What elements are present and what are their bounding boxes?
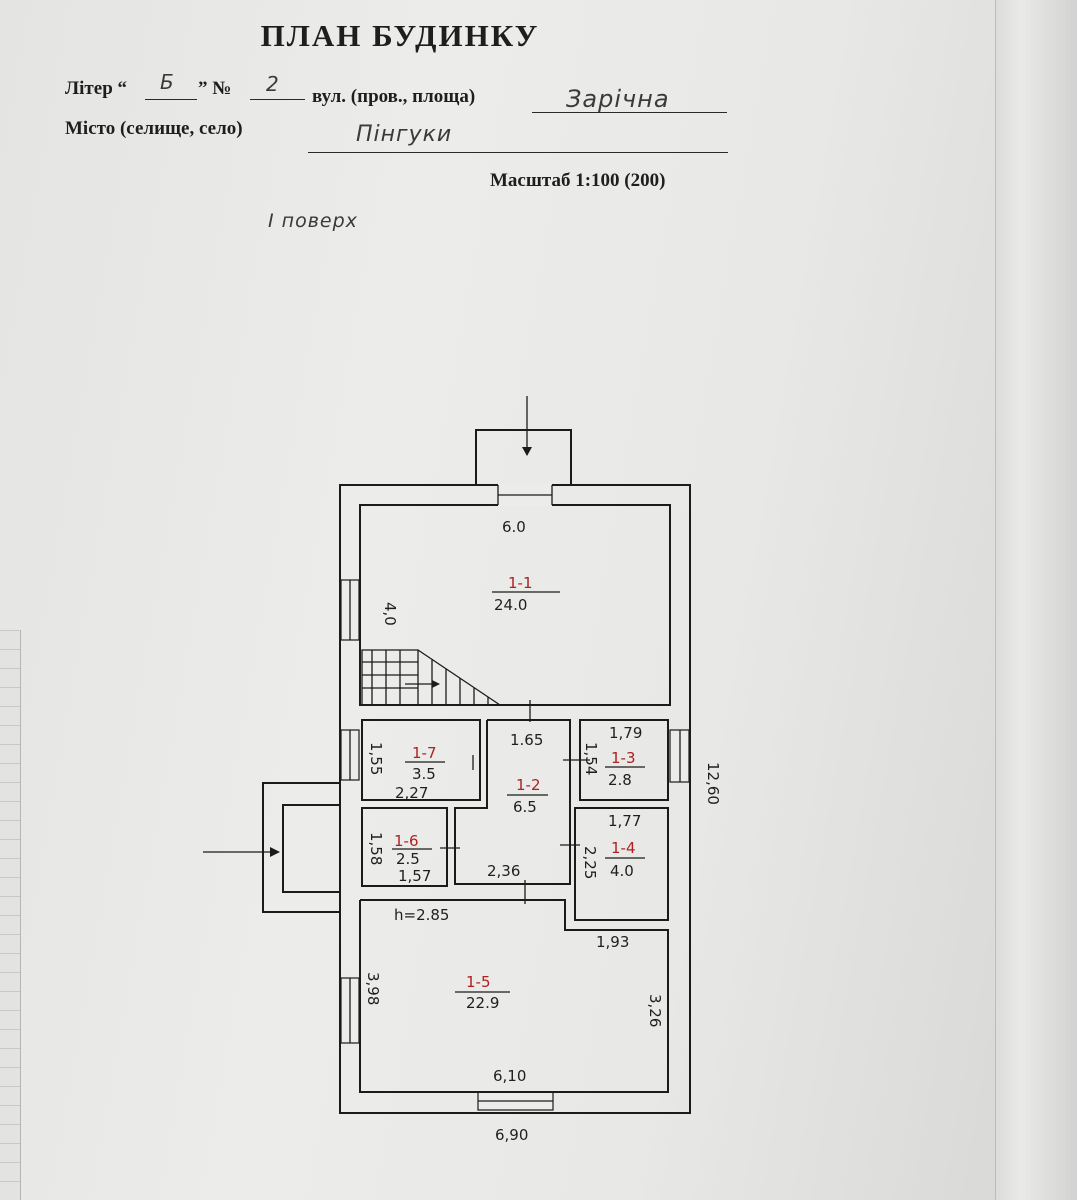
svg-text:22.9: 22.9 xyxy=(466,994,499,1012)
street-underline xyxy=(532,112,727,113)
underlying-page-strip xyxy=(0,630,21,1200)
svg-text:4.0: 4.0 xyxy=(610,862,634,880)
svg-text:2.5: 2.5 xyxy=(396,850,420,868)
room-1-label: 1-1 24.0 xyxy=(492,574,560,614)
svg-text:1,55: 1,55 xyxy=(367,742,385,775)
entrance-vestibule xyxy=(203,782,340,913)
city-value: Пінгуки xyxy=(356,122,453,147)
svg-text:1-1: 1-1 xyxy=(508,574,533,592)
number-underline xyxy=(250,99,305,100)
room-7-label: 1-7 3.5 xyxy=(405,744,445,783)
room-6-label: 1-6 2.5 xyxy=(392,832,432,868)
liter-value: Б xyxy=(160,70,175,94)
svg-text:4,0: 4,0 xyxy=(381,602,399,626)
svg-text:2,25: 2,25 xyxy=(581,846,599,879)
svg-text:1-2: 1-2 xyxy=(516,776,541,794)
svg-text:2,27: 2,27 xyxy=(395,784,428,802)
room-4-label: 1-4 4.0 xyxy=(605,839,645,880)
liter-label: Літер “ xyxy=(65,78,128,99)
city-underline xyxy=(308,152,728,153)
svg-text:1-6: 1-6 xyxy=(394,832,419,850)
svg-text:12,60: 12,60 xyxy=(704,762,722,805)
svg-text:6.0: 6.0 xyxy=(502,518,526,536)
svg-text:3,26: 3,26 xyxy=(646,994,664,1027)
svg-text:1,58: 1,58 xyxy=(367,832,385,865)
street-value: Зарічна xyxy=(566,85,670,113)
document-title: ПЛАН БУДИНКУ xyxy=(260,18,540,53)
windows xyxy=(340,579,690,1111)
room-3-label: 1-3 2.8 xyxy=(605,749,645,789)
svg-text:1-5: 1-5 xyxy=(466,973,491,991)
svg-text:1-7: 1-7 xyxy=(412,744,437,762)
svg-text:1-3: 1-3 xyxy=(611,749,636,767)
number-value: 2 xyxy=(266,72,280,96)
svg-text:3,98: 3,98 xyxy=(364,972,382,1005)
dimension-labels: 6.0 4,0 1.65 2,36 1,79 1,54 1,77 2,25 6,… xyxy=(364,518,722,1144)
top-door xyxy=(497,484,553,506)
svg-text:6,10: 6,10 xyxy=(493,1067,526,1085)
svg-text:6.5: 6.5 xyxy=(513,798,537,816)
room-2-label: 1-2 6.5 xyxy=(507,776,548,816)
street-label: вул. (пров., площа) xyxy=(312,86,476,107)
floor-note: I поверх xyxy=(268,210,358,232)
svg-text:3.5: 3.5 xyxy=(412,765,436,783)
city-label: Місто (селище, село) xyxy=(65,118,243,139)
liter-underline xyxy=(145,99,197,100)
staircase xyxy=(361,649,501,706)
svg-text:1.65: 1.65 xyxy=(510,731,543,749)
svg-text:1,77: 1,77 xyxy=(608,812,641,830)
svg-text:1,93: 1,93 xyxy=(596,933,629,951)
number-label: ” № xyxy=(198,78,232,99)
svg-text:h=2.85: h=2.85 xyxy=(394,906,449,924)
svg-text:1,79: 1,79 xyxy=(609,724,642,742)
svg-text:1,57: 1,57 xyxy=(398,867,431,885)
top-porch xyxy=(475,396,572,486)
svg-text:2.8: 2.8 xyxy=(608,771,632,789)
svg-text:24.0: 24.0 xyxy=(494,596,527,614)
interior-partitions xyxy=(359,700,669,1093)
svg-text:1,54: 1,54 xyxy=(582,742,600,775)
room-5-label: 1-5 22.9 xyxy=(455,973,510,1012)
scale-label: Масштаб 1:100 (200) xyxy=(490,170,666,191)
svg-text:6,90: 6,90 xyxy=(495,1126,528,1144)
svg-text:1-4: 1-4 xyxy=(611,839,636,857)
svg-text:2,36: 2,36 xyxy=(487,862,520,880)
sheet-edge xyxy=(995,0,1077,1200)
